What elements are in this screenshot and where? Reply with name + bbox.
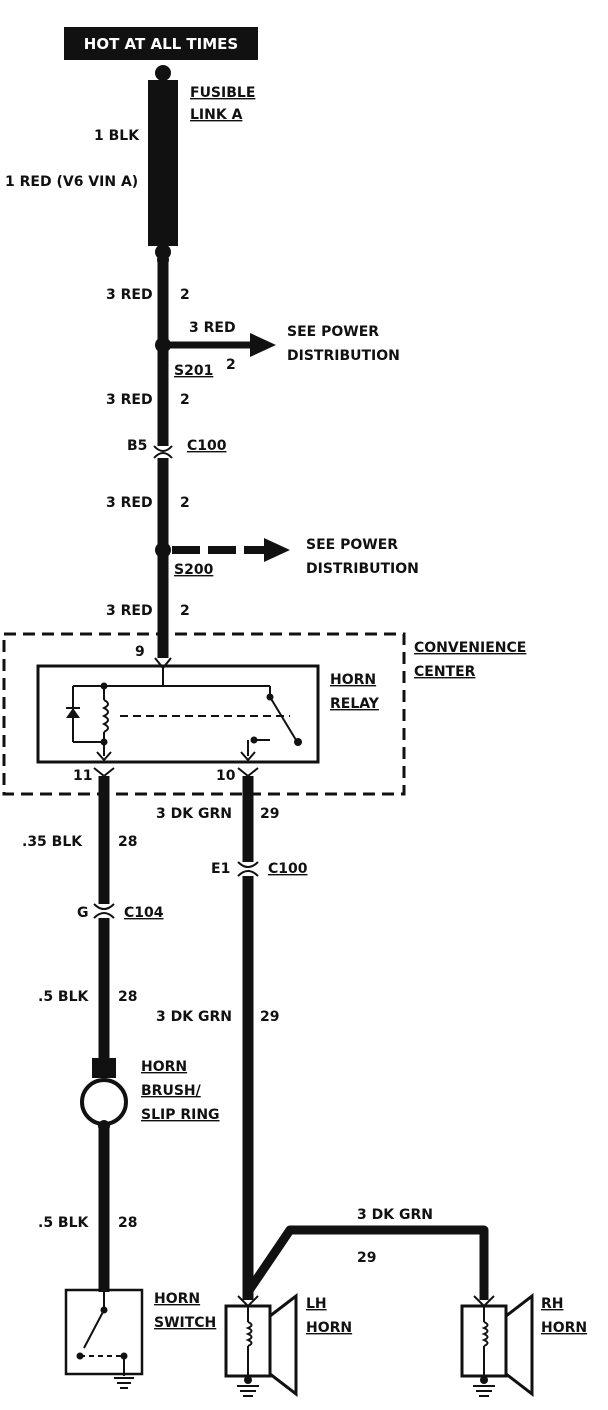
fusible-link-label-1: FUSIBLE: [190, 85, 255, 101]
horn-relay-box: [36, 664, 320, 764]
wire-label-3red-branch: 3 RED: [189, 320, 236, 336]
horn-brush-label-3: SLIP RING: [141, 1107, 220, 1123]
convenience-center-label-1: CONVENIENCE: [414, 640, 526, 656]
connector-c100-label: C100: [187, 438, 227, 454]
horn-brush-label-2: BRUSH/: [141, 1083, 202, 1099]
splice-s200-label: S200: [174, 562, 214, 578]
node-a: [157, 254, 169, 266]
circuit-2-label-2: 2: [180, 392, 190, 408]
see-power-1-line1: SEE POWER: [287, 324, 379, 340]
wire-label-dkgrn-2: 3 DK GRN: [156, 1009, 232, 1025]
horn-relay-label-1: HORN: [330, 672, 376, 688]
connector-pin-11: [93, 767, 115, 778]
see-power-2-line2: DISTRIBUTION: [306, 561, 419, 577]
ground-icon-switch: [114, 1377, 134, 1389]
horn-switch-label-2: SWITCH: [154, 1315, 216, 1331]
splice-s201-label: S201: [174, 363, 213, 379]
horn-switch-label-1: HORN: [154, 1291, 200, 1307]
horn-relay-label-2: RELAY: [330, 696, 380, 712]
horn-brush: [92, 1058, 116, 1078]
circuit-29-label-1: 29: [260, 806, 279, 822]
connector-c104-label: C104: [124, 905, 164, 921]
circuit-28-label-3: 28: [118, 1215, 137, 1231]
circuit-29-label-3: 29: [357, 1250, 376, 1266]
ground-icon-rh: [473, 1385, 495, 1397]
convenience-center-label-2: CENTER: [414, 664, 476, 680]
pin-11-label: 11: [73, 768, 92, 784]
connector-g-label: G: [77, 905, 89, 921]
circuit-2-label-branch: 2: [226, 357, 236, 373]
connector-c100-lower-label: C100: [268, 861, 308, 877]
wire-label-35blk: .35 BLK: [22, 834, 83, 850]
pin-10-label: 10: [216, 768, 236, 784]
arrow-s200: [264, 538, 290, 562]
circuit-2-label-3: 2: [180, 495, 190, 511]
connector-c100-bottom: [153, 452, 173, 459]
rh-horn-label-1: RH: [541, 1296, 564, 1312]
wire-label-5blk-2: .5 BLK: [38, 1215, 90, 1231]
wire-dkgrn-rh-branch: [244, 1225, 489, 1300]
connector-c100-lower-top: [237, 861, 259, 868]
wire-label-1blk: 1 BLK: [94, 128, 140, 144]
see-power-1-line2: DISTRIBUTION: [287, 348, 400, 364]
connector-c100-lower-bottom: [237, 870, 259, 877]
splice-s200: [155, 542, 171, 558]
circuit-28-label-2: 28: [118, 989, 137, 1005]
circuit-2-label-1: 2: [180, 287, 190, 303]
lh-horn-coil: [244, 1306, 253, 1384]
wire-label-3red-4: 3 RED: [106, 603, 153, 619]
lh-horn-label-2: HORN: [306, 1320, 352, 1336]
arrow-s201: [250, 333, 276, 357]
convenience-center-box: [2, 632, 406, 796]
wire-label-3red-3: 3 RED: [106, 495, 153, 511]
fusible-link-label-2: LINK A: [190, 107, 243, 123]
splice-s201: [155, 337, 171, 353]
wire-label-1red: 1 RED (V6 VIN A): [5, 174, 138, 190]
circuit-28-label-1: 28: [118, 834, 137, 850]
horn-brush-label-1: HORN: [141, 1059, 187, 1075]
connector-e1-label: E1: [211, 861, 230, 877]
slip-ring-icon: [80, 1078, 128, 1126]
lh-horn-bell-icon: [268, 1292, 298, 1398]
pin-9-label: 9: [135, 644, 145, 660]
fusible-link-top-node: [155, 65, 171, 81]
header-label: HOT AT ALL TIMES: [84, 35, 238, 53]
connector-b5-label: B5: [127, 438, 147, 454]
header-box: [64, 27, 258, 60]
circuit-29-label-2: 29: [260, 1009, 279, 1025]
wire-label-3red-1: 3 RED: [106, 287, 153, 303]
lh-horn-label-1: LH: [306, 1296, 327, 1312]
connector-c104-top: [93, 903, 115, 910]
relay-internal-circuit: [66, 657, 302, 762]
rh-horn-bell-icon: [504, 1292, 534, 1398]
wire-label-5blk-1: .5 BLK: [38, 989, 90, 1005]
rh-horn-coil: [480, 1306, 489, 1384]
wire-label-3red-2: 3 RED: [106, 392, 153, 408]
horn-switch-internal: [76, 1290, 128, 1376]
ground-icon-lh: [237, 1385, 259, 1397]
connector-c104-bottom: [93, 912, 115, 919]
circuit-2-label-4: 2: [180, 603, 190, 619]
see-power-2-line1: SEE POWER: [306, 537, 398, 553]
wire-label-dkgrn-3: 3 DK GRN: [357, 1207, 433, 1223]
fusible-link-body: [148, 80, 178, 246]
connector-c100-top: [153, 445, 173, 452]
connector-pin-10: [237, 767, 259, 778]
wire-label-dkgrn-1: 3 DK GRN: [156, 806, 232, 822]
rh-horn-label-2: HORN: [541, 1320, 587, 1336]
